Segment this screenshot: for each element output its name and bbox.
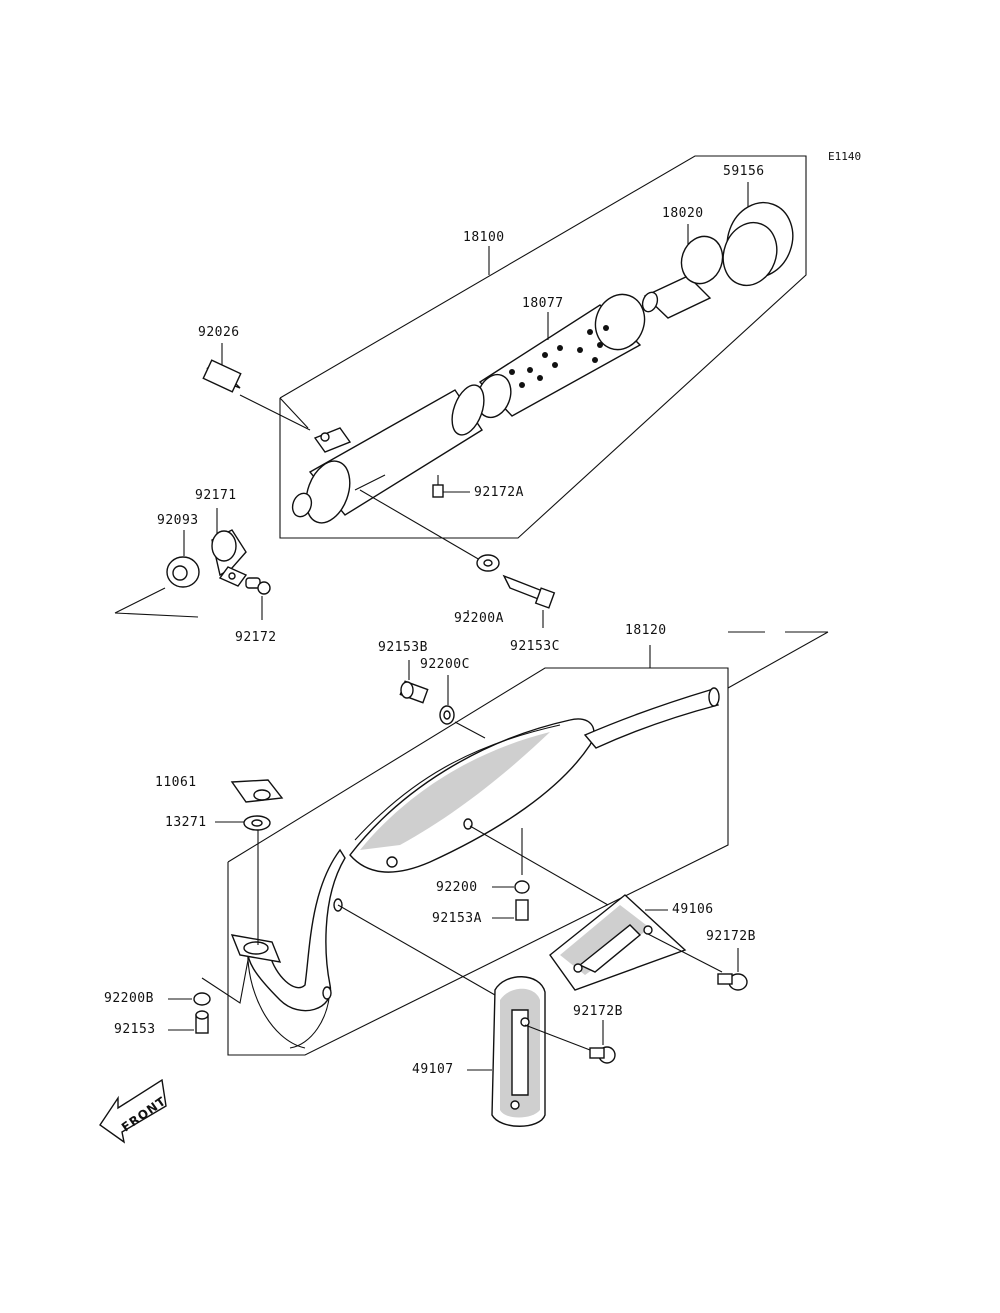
label-92172A: 92172A [474, 485, 524, 500]
label-92093: 92093 [157, 513, 199, 528]
bolt-92153B-part [399, 660, 486, 739]
label-18077: 18077 [522, 296, 564, 311]
label-11061: 11061 [155, 775, 197, 790]
label-92153: 92153 [114, 1022, 156, 1037]
silencer-assembly-frame [279, 155, 807, 539]
screw-92172A-part [432, 475, 470, 498]
exhaust-pipe-assembly-frame [227, 631, 829, 1056]
diagram-ref-code: E1140 [828, 150, 862, 163]
bolt-92153-part [168, 959, 249, 1034]
label-92153B: 92153B [378, 640, 428, 655]
perforated-core-part [476, 293, 646, 419]
silencer-body-part [291, 384, 485, 524]
label-13271: 13271 [165, 815, 207, 830]
front-arrow-icon [99, 1078, 167, 1144]
label-92172B-upper: 92172B [706, 929, 756, 944]
expansion-chamber-part [230, 687, 720, 1049]
label-92172B-lower: 92172B [573, 1004, 623, 1019]
label-92026: 92026 [198, 325, 240, 340]
leader-lines-top [354, 474, 556, 628]
label-18100: 18100 [463, 230, 505, 245]
label-92153C: 92153C [510, 639, 560, 654]
label-92153A: 92153A [432, 911, 482, 926]
label-92200: 92200 [436, 880, 478, 895]
label-92200C: 92200C [420, 657, 470, 672]
heat-guard-49107-part [337, 904, 616, 1127]
end-cap-part [722, 182, 794, 287]
heat-guard-49106-part [549, 894, 748, 991]
label-92172: 92172 [235, 630, 277, 645]
bolt-92153A-part [469, 825, 609, 921]
label-92200B: 92200B [104, 991, 154, 1006]
label-18020: 18020 [662, 206, 704, 221]
label-49106: 49106 [672, 902, 714, 917]
clamp-assembly-part [114, 508, 271, 620]
gasket-parts [215, 779, 284, 945]
label-18120: 18120 [625, 623, 667, 638]
label-59156: 59156 [723, 164, 765, 179]
collar-part [202, 343, 311, 431]
label-92171: 92171 [195, 488, 237, 503]
label-49107: 49107 [412, 1062, 454, 1077]
label-92200A: 92200A [454, 611, 504, 626]
tail-pipe-part [641, 224, 724, 319]
